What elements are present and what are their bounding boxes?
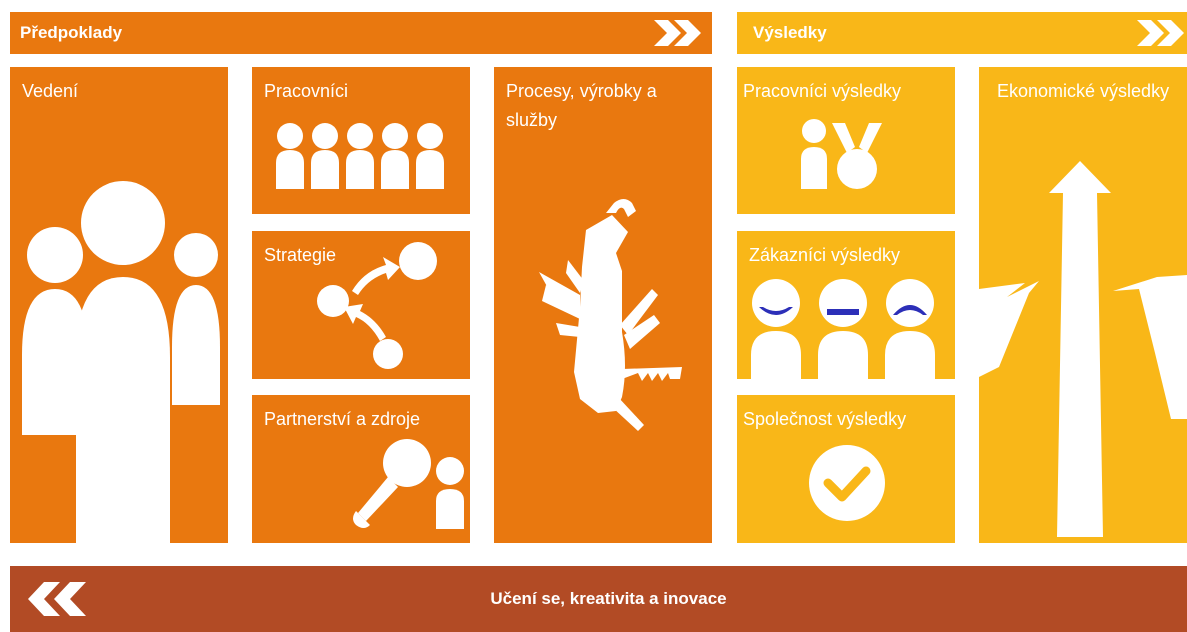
tile-partnerships[interactable]: Partnerství a zdroje — [252, 395, 470, 543]
tile-society-results[interactable]: Společnost výsledky — [737, 395, 955, 543]
tile-processes[interactable]: Procesy, výrobky a služby — [494, 67, 712, 543]
tile-leadership[interactable]: Vedení — [10, 67, 228, 543]
strategy-arrows-icon — [317, 242, 437, 369]
learning-title: Učení se, kreativita a inovace — [490, 589, 727, 608]
tile-people-results[interactable]: Pracovníci výsledky — [737, 67, 955, 214]
people-row-icon — [276, 123, 444, 189]
tile-processes-label: Procesy, výrobky a služby — [506, 81, 657, 130]
tile-people[interactable]: Pracovníci — [252, 67, 470, 214]
tile-customer-results-label: Zákazníci výsledky — [749, 245, 901, 265]
magnifier-person-icon — [353, 439, 464, 529]
customer-faces-icon — [751, 279, 935, 379]
tile-partnerships-label: Partnerství a zdroje — [264, 409, 421, 429]
people-group-icon — [22, 181, 220, 543]
checkmark-circle-icon — [809, 445, 885, 521]
tile-customer-results[interactable]: Zákazníci výsledky — [737, 231, 955, 379]
person-medal-icon — [801, 119, 882, 189]
pocket-knife-icon — [539, 199, 682, 431]
results-header: Výsledky — [737, 12, 1187, 54]
learning-band: Učení se, kreativita a inovace — [10, 566, 1187, 632]
tile-leadership-label: Vedení — [22, 81, 79, 101]
tile-people-results-label: Pracovníci výsledky — [743, 81, 902, 101]
double-chevron-right-icon — [1137, 20, 1184, 46]
tile-business-results-label: Ekonomické výsledky — [997, 81, 1170, 101]
results-title: Výsledky — [753, 23, 827, 42]
enablers-title: Předpoklady — [20, 23, 123, 42]
tile-strategy-label: Strategie — [264, 245, 337, 265]
enablers-header: Předpoklady — [10, 12, 712, 54]
arrows-up-icon — [979, 161, 1187, 537]
double-chevron-left-icon — [28, 582, 86, 616]
tile-business-results[interactable]: Ekonomické výsledky — [979, 67, 1187, 543]
double-chevron-right-icon — [654, 20, 701, 46]
tile-people-label: Pracovníci — [264, 81, 349, 101]
tile-society-results-label: Společnost výsledky — [743, 409, 907, 429]
tile-strategy[interactable]: Strategie — [252, 231, 470, 379]
